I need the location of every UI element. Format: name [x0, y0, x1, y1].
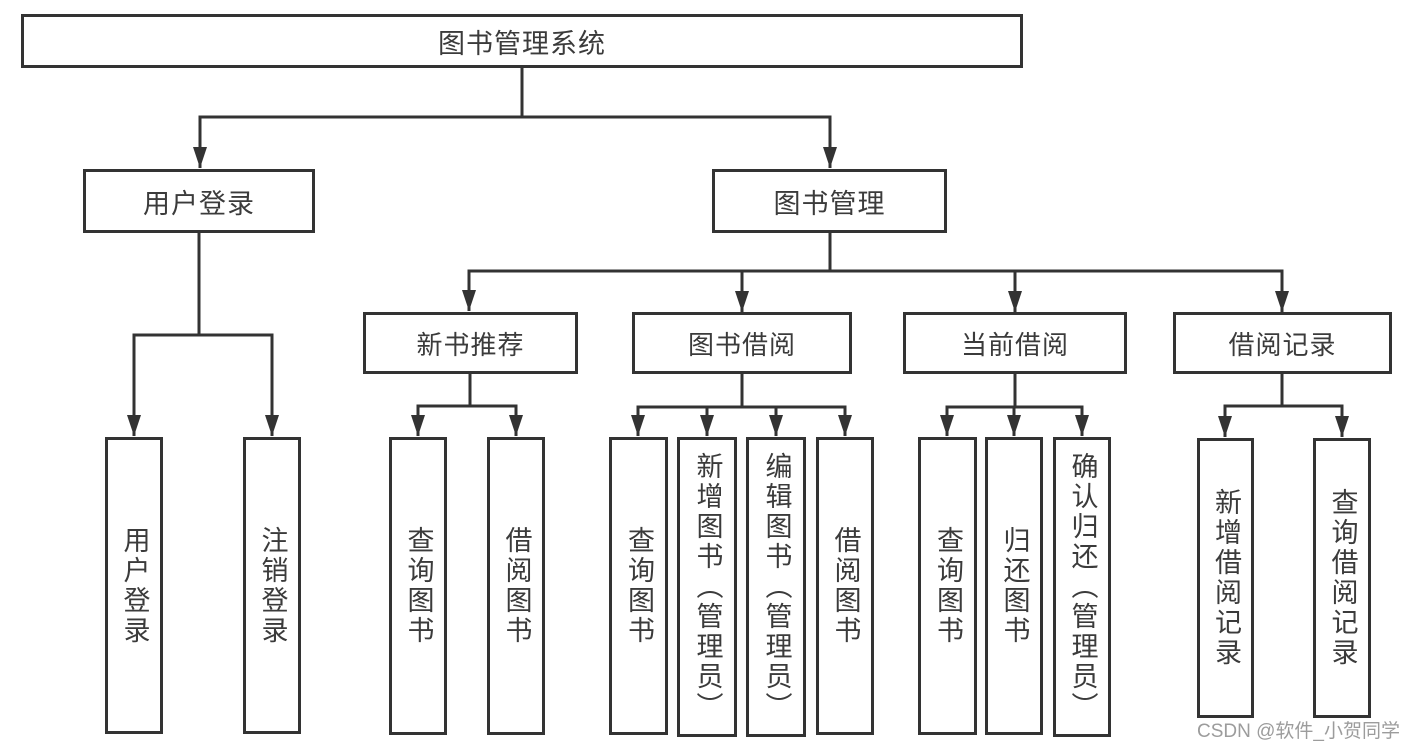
leaf-record-add-record: 新增借阅记录: [1197, 438, 1254, 718]
leaf-borrow-add-book-admin: 新增图书（管理员）: [677, 437, 737, 737]
leaf-borrow-borrow-book: 借阅图书: [816, 437, 874, 735]
leaf-newbook-borrow-book: 借阅图书: [487, 437, 545, 735]
leaf-current-query-book: 查询图书: [918, 437, 977, 735]
leaf-current-confirm-return-admin: 确认归还（管理员）: [1053, 437, 1111, 737]
leaf-record-query-record: 查询借阅记录: [1313, 438, 1371, 718]
leaf-borrow-query-book: 查询图书: [609, 437, 668, 735]
node-current-borrow: 当前借阅: [903, 312, 1127, 374]
node-root: 图书管理系统: [21, 14, 1023, 68]
leaf-current-return-book: 归还图书: [985, 437, 1043, 735]
node-book-borrow: 图书借阅: [632, 312, 852, 374]
node-book-management: 图书管理: [712, 169, 947, 233]
leaf-newbook-query-book: 查询图书: [389, 437, 447, 735]
node-borrow-record: 借阅记录: [1173, 312, 1392, 374]
leaf-user-login: 用户登录: [105, 437, 163, 734]
node-user-login: 用户登录: [83, 169, 315, 233]
node-new-book-recommend: 新书推荐: [363, 312, 578, 374]
watermark: CSDN @软件_小贺同学: [1197, 721, 1400, 742]
leaf-logout: 注销登录: [243, 437, 301, 734]
leaf-borrow-edit-book-admin: 编辑图书（管理员）: [746, 437, 806, 737]
